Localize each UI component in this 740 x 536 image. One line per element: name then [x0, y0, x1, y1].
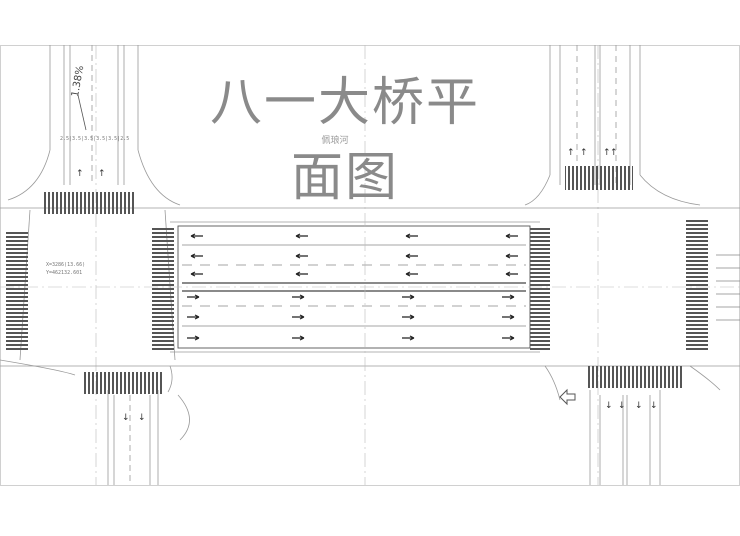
- road-southwest: [107, 390, 190, 485]
- svg-text:↓: ↓: [650, 401, 658, 411]
- svg-text:↓: ↓: [122, 413, 130, 423]
- lane-arrow: [187, 335, 200, 341]
- svg-text:↑: ↑: [603, 148, 611, 158]
- lane-arrow: [505, 271, 518, 277]
- lane-arrow: [402, 335, 415, 341]
- bridge-deck: [0, 45, 740, 485]
- east-parking-marks: [716, 254, 740, 321]
- river-label: 佩琅河: [321, 136, 349, 146]
- crosswalk-south-east: [588, 366, 684, 388]
- lane-arrow: [405, 271, 418, 277]
- lane-arrow: [502, 335, 515, 341]
- crosswalk-west-right: [152, 226, 174, 350]
- lane-arrow: [502, 314, 515, 320]
- crosswalk-west-left: [6, 230, 28, 350]
- svg-text:↓: ↓: [635, 401, 643, 411]
- lane-arrow: [187, 294, 200, 300]
- crosswalk-north-east: [565, 166, 633, 190]
- lane-arrow: [190, 253, 203, 259]
- lane-widths-label: 2.5|3.5|3.5|3.5|3.5|2.5: [60, 136, 130, 142]
- svg-text:↑: ↑: [580, 148, 588, 158]
- lane-arrow: [190, 271, 203, 277]
- lane-arrow: [295, 271, 308, 277]
- svg-text:↑: ↑: [98, 169, 106, 179]
- lane-arrow: [505, 233, 518, 239]
- svg-text:↓: ↓: [138, 413, 146, 423]
- approach-arrows: ↑↑ ↑↑↑↑ ↓↓ ↓↓↓↓: [76, 148, 658, 423]
- grade-arrow: [77, 94, 87, 131]
- lane-arrow: [402, 314, 415, 320]
- coord-label-2: Y=462132.601: [46, 270, 83, 276]
- crosswalk-east-left: [530, 226, 550, 350]
- lane-arrow: [402, 294, 415, 300]
- road-northeast: [524, 45, 701, 206]
- lane-arrow: [505, 253, 518, 259]
- lane-arrow: [292, 335, 305, 341]
- svg-text:↑: ↑: [567, 148, 575, 158]
- lane-arrow: [292, 314, 305, 320]
- crosswalk-south-west: [84, 372, 164, 394]
- lane-arrow: [295, 233, 308, 239]
- drawing-title: 八一大桥平面图: [209, 73, 480, 208]
- lane-arrow: [190, 233, 203, 239]
- svg-text:↑: ↑: [76, 169, 84, 179]
- road-southeast: [589, 390, 661, 485]
- crosswalk-north-west: [44, 192, 136, 214]
- svg-text:↑: ↑: [610, 148, 618, 158]
- lane-arrow: [502, 294, 515, 300]
- lane-arrow: [405, 253, 418, 259]
- lane-arrow: [295, 253, 308, 259]
- svg-text:↓: ↓: [605, 401, 613, 411]
- lane-arrows: [187, 233, 518, 341]
- svg-text:↓: ↓: [618, 401, 626, 411]
- lane-arrow: [292, 294, 305, 300]
- road-northwest: [7, 45, 181, 206]
- crosswalk-east-right: [686, 218, 708, 350]
- lane-arrow: [187, 314, 200, 320]
- coord-label-1: X=3286(13.66): [46, 262, 86, 268]
- lane-arrow: [405, 233, 418, 239]
- direction-arrow-icon: [559, 388, 576, 406]
